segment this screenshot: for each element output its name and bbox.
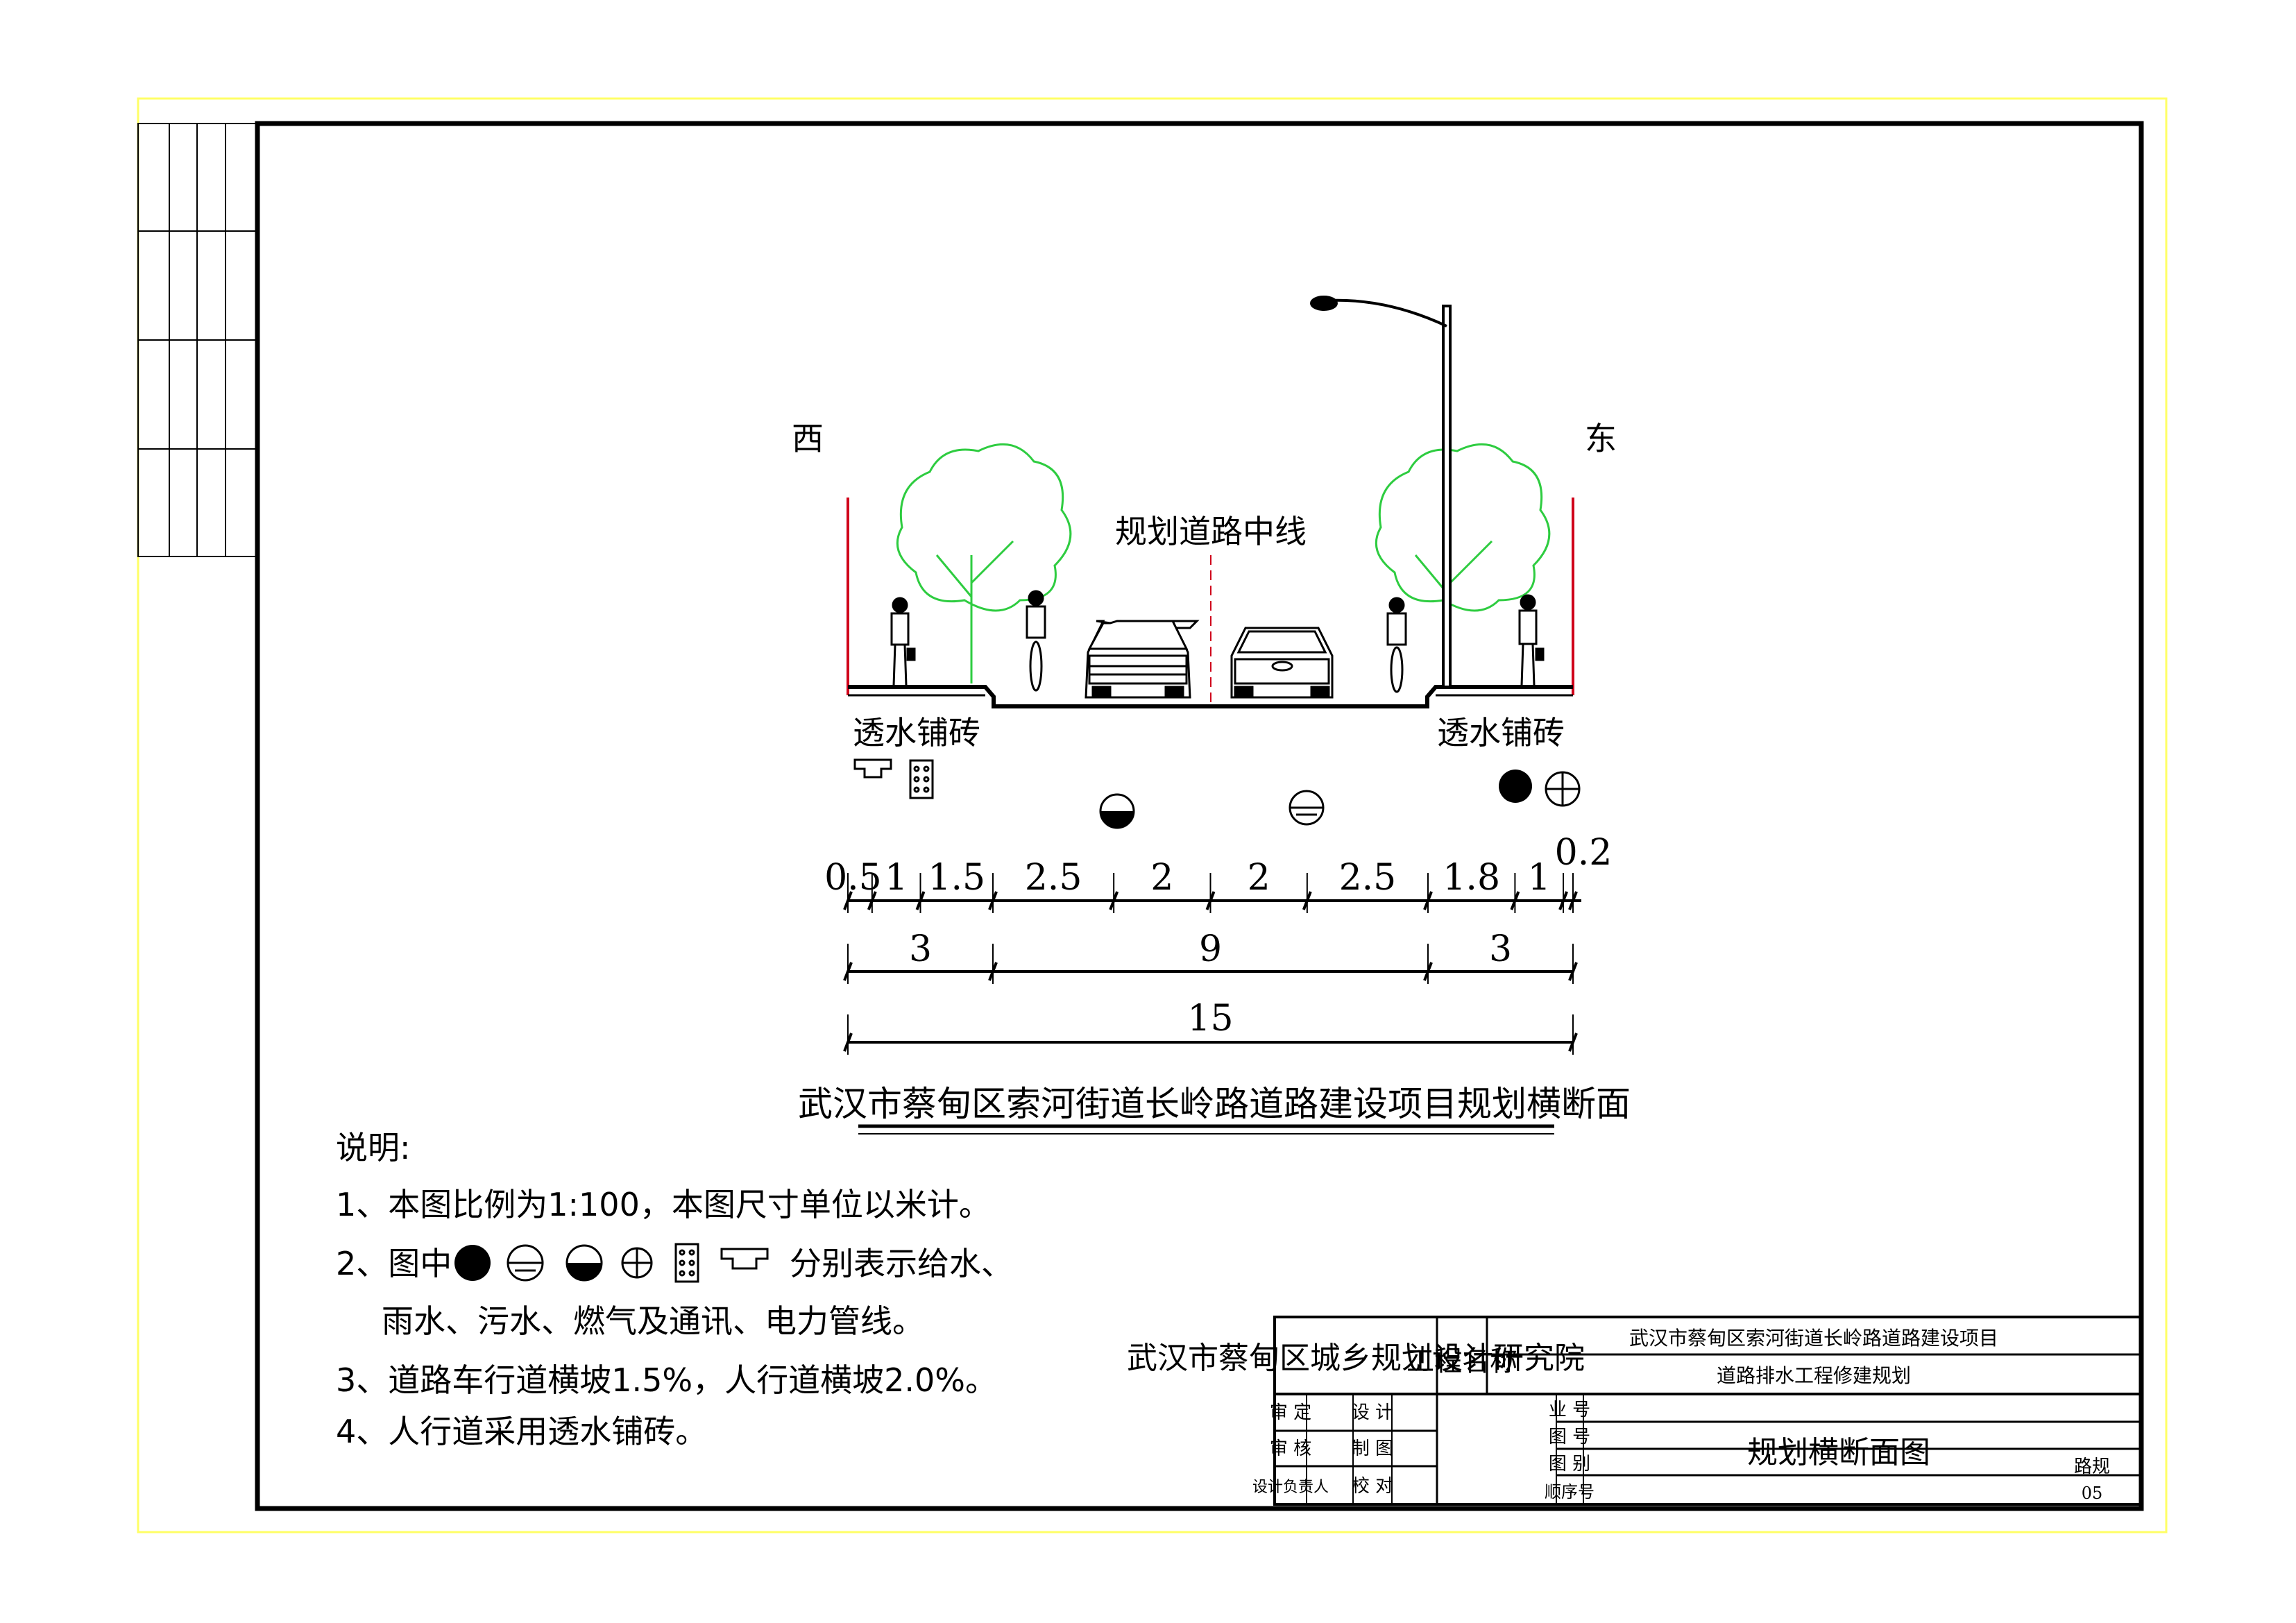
telecom-conduit-icon [674, 1243, 699, 1283]
approve-label: 审 定 [1270, 1402, 1311, 1423]
dimension-label: 0.5 [824, 857, 882, 899]
sequence-label: 顺序号 [1545, 1482, 1595, 1502]
dimension-tick [1423, 962, 1433, 981]
paving-label-left: 透水铺砖 [853, 714, 980, 751]
review-label: 审 核 [1270, 1438, 1311, 1459]
rainwater-pipe-icon [507, 1244, 544, 1282]
dimension-tick [1205, 891, 1216, 910]
note-2-cont: 雨水、污水、燃气及通讯、电力管线。 [382, 1302, 924, 1340]
dimension-label: 1 [1528, 857, 1551, 899]
sewage-pipe-icon [566, 1244, 603, 1282]
power-conduit-icon [853, 758, 892, 779]
draw-label: 制 图 [1352, 1438, 1393, 1459]
dimension-tick [1109, 891, 1119, 910]
gas-pipe-icon [621, 1247, 653, 1279]
dimension-label: 3 [1489, 928, 1512, 970]
dimension-label: 2 [1150, 857, 1173, 899]
note-4: 4、人行道采用透水铺砖。 [336, 1413, 707, 1450]
drawing-no-label: 图 号 [1549, 1427, 1590, 1447]
east-label: 东 [1585, 420, 1617, 457]
job-no-label: 业 号 [1549, 1400, 1590, 1420]
dimension-tick [1558, 891, 1568, 910]
title-block: 武汉市蔡甸区城乡规划设计研究院 工程名称 武汉市蔡甸区索河街道长岭路道路建设项目… [1127, 1316, 2143, 1506]
notes-heading: 说明: [336, 1129, 411, 1166]
water-supply-pipe-icon [454, 1245, 491, 1281]
dimension-label: 9 [1199, 928, 1222, 970]
notes: 说明: 1、本图比例为1:100，本图尺寸单位以米计。 2、图中 分别表示给水、… [336, 1129, 1013, 1450]
dimension-label: 3 [909, 928, 932, 970]
sewage-pipe-icon [1099, 793, 1135, 829]
inner-frame [255, 121, 2144, 1511]
dimension-tick [988, 891, 998, 910]
centerline-label: 规划道路中线 [1115, 513, 1307, 550]
dimension-label: 0.2 [1555, 832, 1613, 874]
dimension-tick [1568, 962, 1578, 981]
institute-name: 武汉市蔡甸区城乡规划设计研究院 [1127, 1341, 1585, 1376]
dimension-tick [1568, 1033, 1578, 1052]
dimension-tick [1302, 891, 1312, 910]
dimension-label: 1.8 [1443, 857, 1500, 899]
dimension-label: 1 [885, 857, 908, 899]
telecom-conduit-icon [909, 759, 934, 799]
dimension-tick [843, 1033, 853, 1052]
section-title: 武汉市蔡甸区索河街道长岭路道路建设项目规划横断面 [798, 1084, 1631, 1124]
binding-grid [137, 123, 258, 557]
dimension-label: 2.5 [1025, 857, 1082, 899]
rainwater-pipe-icon [1289, 790, 1325, 826]
road-profile [848, 685, 1573, 708]
dimension-tick [1510, 891, 1520, 910]
note-2-suffix: 分别表示给水、 [790, 1245, 1013, 1282]
street-light-icon [1310, 296, 1452, 688]
car-icon [1230, 627, 1334, 699]
gas-pipe-icon [1545, 771, 1581, 807]
power-conduit-icon [720, 1248, 769, 1270]
dimension-tick [843, 962, 853, 981]
design-label: 设 计 [1352, 1402, 1393, 1423]
dimension-label: 2.5 [1339, 857, 1397, 899]
dimension-label: 1.5 [928, 857, 985, 899]
check-label: 校 对 [1352, 1476, 1393, 1497]
pedestrian-icon [890, 597, 916, 686]
drawing-name: 规划横断面图 [1747, 1435, 1930, 1470]
dimension-tick [988, 962, 998, 981]
sequence-value: 05 [2082, 1484, 2103, 1503]
outer-frame [137, 97, 2168, 1533]
dimension-tick [867, 891, 877, 910]
dimension-tick [1568, 891, 1578, 910]
west-label: 西 [792, 420, 824, 457]
paving-label-right: 透水铺砖 [1437, 714, 1565, 751]
dimension-label: 2 [1248, 857, 1270, 899]
cyclist-icon [1026, 590, 1046, 692]
road-cross-section: 西 东 规划道路中线 透水铺砖 透水铺砖 [792, 296, 1617, 829]
project-name-1: 武汉市蔡甸区索河街道长岭路道路建设项目 [1629, 1327, 1998, 1350]
note-2-prefix: 2、图中 [336, 1245, 452, 1282]
dimension-tick [843, 891, 853, 910]
note-3: 3、道路车行道横坡1.5%，人行道横坡2.0%。 [336, 1361, 997, 1399]
tree-icon [896, 443, 1072, 683]
category-label: 图 别 [1549, 1454, 1590, 1475]
note-1: 1、本图比例为1:100，本图尺寸单位以米计。 [336, 1186, 991, 1223]
pedestrian-icon [1518, 594, 1545, 686]
project-label: 工程名称 [1406, 1345, 1517, 1377]
dimension-tick [915, 891, 926, 910]
project-name-2: 道路排水工程修建规划 [1717, 1364, 1911, 1387]
design-lead-label: 设计负责人 [1252, 1479, 1329, 1496]
water-supply-pipe-icon [1499, 770, 1532, 803]
dimension-label: 15 [1187, 998, 1233, 1039]
category-value: 路规 [2074, 1456, 2110, 1477]
dimension-tick [1423, 891, 1433, 910]
cyclist-icon [1386, 597, 1407, 693]
car-icon [1085, 620, 1200, 699]
